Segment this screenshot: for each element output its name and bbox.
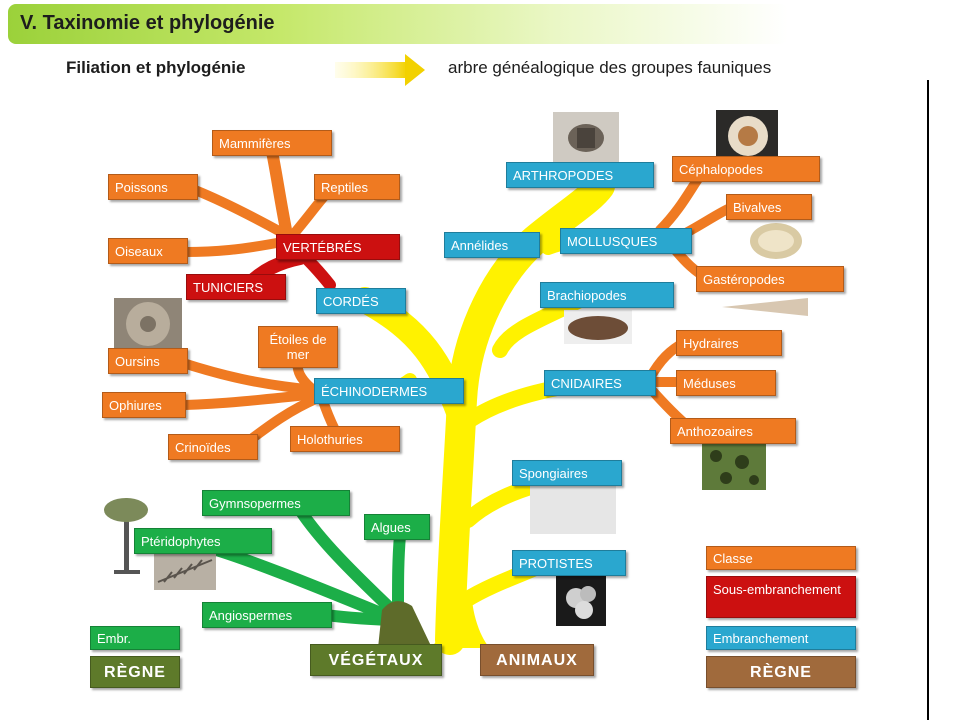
- node-gasteropodes: Gastéropodes: [696, 266, 844, 292]
- sea-urchin-photo: [114, 298, 182, 350]
- node-mollusques: MOLLUSQUES: [560, 228, 692, 254]
- node-tuniciers: TUNICIERS: [186, 274, 286, 300]
- node-meduses: Méduses: [676, 370, 776, 396]
- node-angiospermes: Angiospermes: [202, 602, 332, 628]
- right-divider-line: [927, 80, 929, 720]
- plant-trunk-base: [378, 601, 432, 648]
- node-crinoides: Crinoïdes: [168, 434, 258, 460]
- node-hydraires: Hydraires: [676, 330, 782, 356]
- legend-regne: RÈGNE: [706, 656, 856, 688]
- node-reptiles: Reptiles: [314, 174, 400, 200]
- node-gymnospermes: Gymnsopermes: [202, 490, 350, 516]
- node-arthropodes: ARTHROPODES: [506, 162, 654, 188]
- nautilus-photo: [716, 110, 778, 160]
- node-cephalopodes: Céphalopodes: [672, 156, 820, 182]
- legend-sous-embranchement: Sous-embranchement: [706, 576, 856, 618]
- node-protistes: PROTISTES: [512, 550, 626, 576]
- sponge-image-placeholder: [530, 484, 616, 534]
- node-algues: Algues: [364, 514, 430, 540]
- node-pteridophytes: Ptéridophytes: [134, 528, 272, 554]
- node-holothuries: Holothuries: [290, 426, 400, 452]
- legend-classe: Classe: [706, 546, 856, 570]
- node-oiseaux: Oiseaux: [108, 238, 188, 264]
- node-bivalves: Bivalves: [726, 194, 812, 220]
- page-title: V. Taxinomie et phylogénie: [20, 12, 275, 34]
- brachiopod-photo: [564, 310, 632, 344]
- node-oursins: Oursins: [108, 348, 188, 374]
- coral-photo: [702, 442, 766, 490]
- node-poissons: Poissons: [108, 174, 198, 200]
- foraminifera-photo: [556, 576, 606, 626]
- fossil-tree-drawing: [104, 498, 148, 574]
- animal-trunk-base: [430, 600, 490, 648]
- node-anthozoaires: Anthozoaires: [670, 418, 796, 444]
- bivalve-photo: [750, 223, 802, 259]
- trilobite-photo: [553, 112, 619, 164]
- fern-fossil-photo: [154, 552, 216, 590]
- kingdom-vegetaux: VÉGÉTAUX: [310, 644, 442, 676]
- orange-branches-vertebrates: [180, 146, 335, 257]
- node-annelides: Annélides: [444, 232, 540, 258]
- node-etoiles-de-mer: Étoiles de mer: [258, 326, 338, 368]
- node-cnidaires: CNIDAIRES: [544, 370, 656, 396]
- node-ophiures: Ophiures: [102, 392, 186, 418]
- subtitle-left: Filiation et phylogénie: [66, 58, 246, 77]
- node-echinodermes: ÉCHINODERMES: [314, 378, 464, 404]
- subtitle-arrow: [335, 54, 425, 86]
- title-bar: [8, 4, 788, 44]
- node-vertebres: VERTÉBRÉS: [276, 234, 400, 260]
- gastropod-photo: [722, 298, 808, 316]
- node-spongiaires: Spongiaires: [512, 460, 622, 486]
- kingdom-animaux: ANIMAUX: [480, 644, 594, 676]
- subtitle-right: arbre généalogique des groupes fauniques: [448, 58, 772, 77]
- legend-embr: Embr.: [90, 626, 180, 650]
- node-cordes: CORDÉS: [316, 288, 406, 314]
- legend-embranchement: Embranchement: [706, 626, 856, 650]
- node-mammiferes: Mammifères: [212, 130, 332, 156]
- node-brachiopodes: Brachiopodes: [540, 282, 674, 308]
- legend-regne-left: RÈGNE: [90, 656, 180, 688]
